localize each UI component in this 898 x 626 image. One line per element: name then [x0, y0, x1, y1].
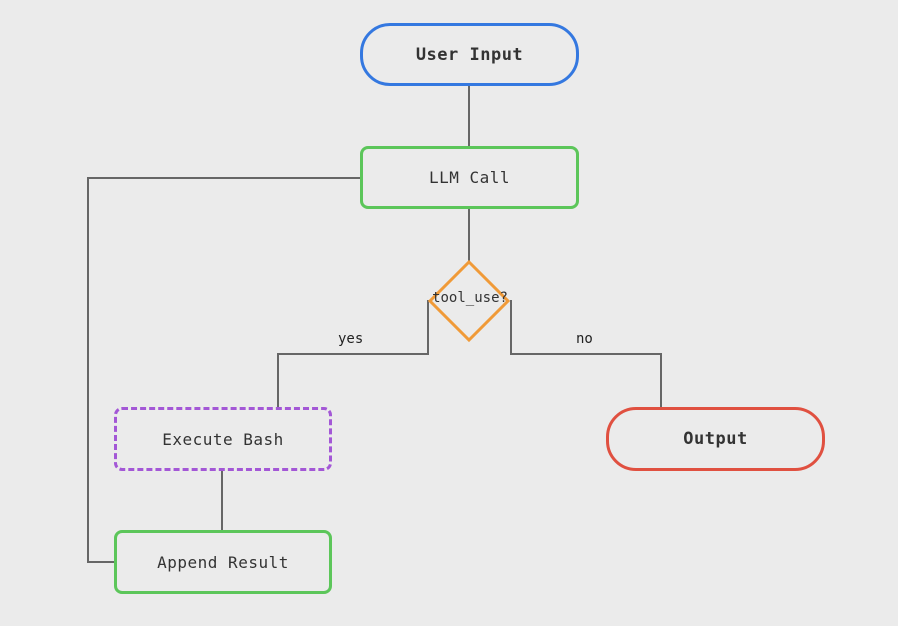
llm-call-label: LLM Call: [428, 168, 511, 187]
edge-label-no: no: [576, 331, 593, 347]
process-node-append-result: Append Result: [114, 530, 332, 594]
decision-diamond: [427, 259, 511, 343]
edge-label-yes: yes: [338, 331, 364, 347]
action-node-execute-bash: Execute Bash: [114, 407, 332, 471]
decision-node-label: tool_use?: [432, 290, 508, 306]
start-node-user-input: User Input: [360, 23, 579, 86]
append-result-label: Append Result: [157, 552, 289, 572]
edge-decision-no-to-output: [510, 300, 662, 408]
start-node-label: User Input: [415, 44, 524, 65]
process-node-llm-call: LLM Call: [360, 146, 579, 209]
end-node-output: Output: [606, 407, 825, 471]
edge-decision-yes-to-execute-bash: [277, 300, 429, 408]
execute-bash-label: Execute Bash: [162, 429, 284, 449]
output-label: Output: [683, 429, 748, 449]
edge-append-result-loop-to-llm-call: [87, 177, 362, 563]
